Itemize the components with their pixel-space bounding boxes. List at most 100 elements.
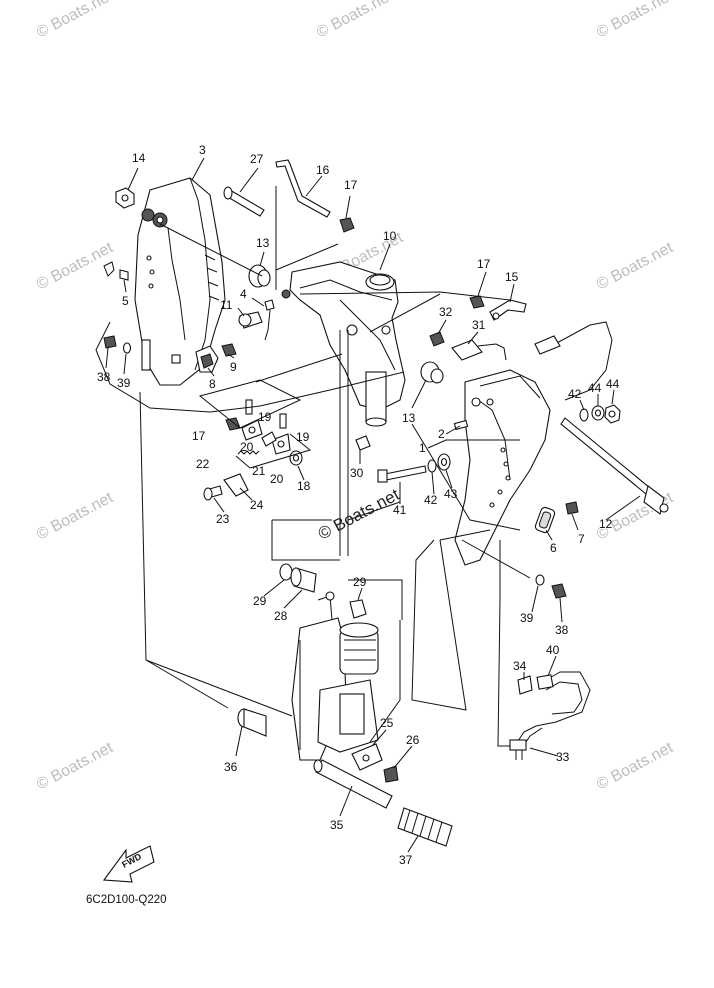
callout-20: 20 <box>240 440 254 454</box>
callout-4: 4 <box>240 287 247 301</box>
callout-12: 12 <box>599 517 613 531</box>
watermark: © Boats.net <box>594 0 676 42</box>
callout-2: 2 <box>438 427 445 441</box>
watermark: © Boats.net <box>34 739 116 794</box>
callout-17: 17 <box>344 178 358 192</box>
callout-34: 34 <box>513 659 527 673</box>
callout-30: 30 <box>350 466 364 480</box>
callout-31: 31 <box>472 318 486 332</box>
callout-29: 29 <box>253 594 267 608</box>
bushing-37 <box>397 807 453 847</box>
callout-39: 39 <box>117 376 131 390</box>
bushing-36 <box>237 708 267 737</box>
callout-15: 15 <box>505 270 519 284</box>
watermark: © Boats.net <box>594 739 676 794</box>
callout-18: 18 <box>297 479 311 493</box>
spring-22 <box>237 450 260 455</box>
pin-21 <box>261 431 277 447</box>
bushing-29 <box>279 563 293 581</box>
callout-19: 19 <box>258 410 272 424</box>
callout-9: 9 <box>230 360 237 374</box>
bolt-38 <box>551 583 567 599</box>
screw-9 <box>221 343 237 357</box>
callout-13: 13 <box>256 236 270 250</box>
callout-10: 10 <box>383 229 397 243</box>
callout-26: 26 <box>406 733 420 747</box>
callout-38: 38 <box>555 623 569 637</box>
callout-13: 13 <box>402 411 416 425</box>
hose-40 <box>535 671 591 727</box>
callout-41: 41 <box>393 503 407 517</box>
callout-11: 11 <box>220 298 233 312</box>
bushing-13 <box>420 361 444 384</box>
callout-44: 44 <box>606 377 620 391</box>
callout-25: 25 <box>380 716 394 730</box>
callout-21: 21 <box>252 464 266 478</box>
washer-39 <box>535 574 545 586</box>
center-watermark: © Boats.net <box>315 485 403 544</box>
holder-20 <box>241 419 263 441</box>
callout-22: 22 <box>196 457 210 471</box>
callout-43: 43 <box>444 487 458 501</box>
callout-24: 24 <box>250 498 264 512</box>
screw-17 <box>225 417 241 431</box>
holder-20 <box>271 433 291 455</box>
callout-17: 17 <box>477 257 491 271</box>
screw-7 <box>565 501 579 515</box>
callout-36: 36 <box>224 760 238 774</box>
callout-20: 20 <box>270 472 284 486</box>
callout-16: 16 <box>316 163 330 177</box>
screw-17 <box>469 295 485 309</box>
callout-labels: 14 3 27 16 17 10 13 5 4 11 17 15 32 31 3… <box>97 143 620 867</box>
callout-27: 27 <box>250 152 264 166</box>
callout-42: 42 <box>424 493 438 507</box>
bushing-28 <box>290 567 317 593</box>
bushing-13 <box>248 264 271 288</box>
callout-28: 28 <box>274 609 288 623</box>
callout-33: 33 <box>556 750 570 764</box>
callout-14: 14 <box>132 151 146 165</box>
callout-19: 19 <box>296 430 310 444</box>
clip-34 <box>517 675 533 695</box>
callout-38: 38 <box>97 370 111 384</box>
power-trim-tilt-unit <box>291 591 379 761</box>
clip-30 <box>355 435 371 451</box>
callout-40: 40 <box>546 643 560 657</box>
clip <box>103 261 129 281</box>
cable <box>534 321 613 401</box>
watermark: © Boats.net <box>34 489 116 544</box>
lever-16 <box>275 159 331 218</box>
plate-25 <box>351 743 383 771</box>
grommet-8 <box>195 345 219 373</box>
bushing-29 <box>349 599 367 619</box>
pin-27 <box>223 186 265 217</box>
right-clamp-bracket <box>454 369 551 566</box>
fwd-arrow-icon: FWD <box>102 845 155 883</box>
callout-37: 37 <box>399 853 413 867</box>
washer-39 <box>122 342 132 354</box>
shaft-35 <box>313 759 393 809</box>
callout-35: 35 <box>330 818 344 832</box>
callout-32: 32 <box>439 305 453 319</box>
callout-7: 7 <box>578 532 585 546</box>
leader-lines <box>95 157 641 853</box>
callout-42: 42 <box>568 387 582 401</box>
through-bolt-12 <box>560 417 669 515</box>
fitting-32 <box>429 331 445 347</box>
callout-6: 6 <box>550 541 557 555</box>
bolt-38 <box>103 335 117 349</box>
callout-17: 17 <box>192 429 206 443</box>
cover-6 <box>534 506 556 534</box>
nut-14 <box>115 187 135 209</box>
callout-29: 29 <box>353 575 367 589</box>
pin-19 <box>279 413 287 429</box>
callout-23: 23 <box>216 512 230 526</box>
callout-3: 3 <box>199 143 206 157</box>
drawing-code: 6C2D100-Q220 <box>86 894 167 906</box>
washers-42-44 <box>579 404 621 424</box>
watermark: © Boats.net <box>314 0 396 42</box>
bracket-15 <box>489 299 527 321</box>
screw-17 <box>339 217 355 233</box>
